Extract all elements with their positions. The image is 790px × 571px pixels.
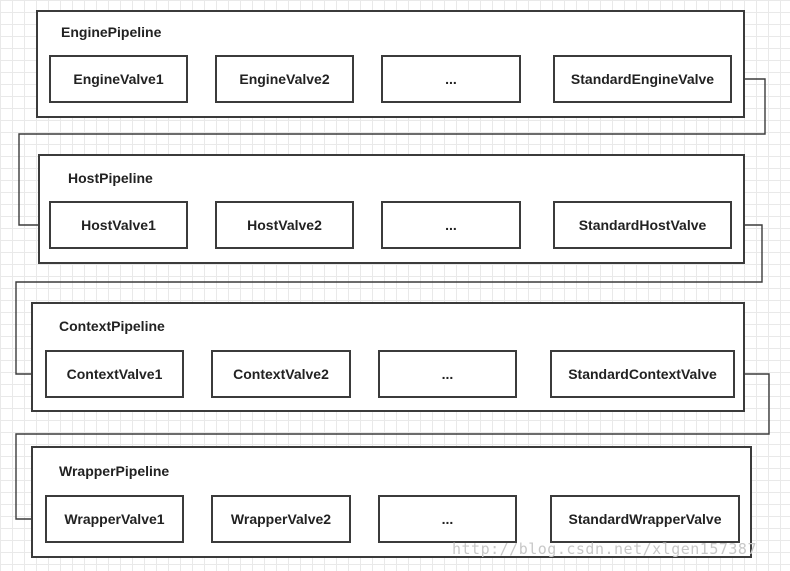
host-valve-1: HostValve1 <box>49 201 188 249</box>
context-pipeline-title: ContextPipeline <box>59 318 165 334</box>
host-to-context-arrow <box>15 224 763 379</box>
context-valve-2: ContextValve2 <box>211 350 351 398</box>
wrapper-valve-ellipsis: ... <box>378 495 517 543</box>
standard-host-valve: StandardHostValve <box>553 201 732 249</box>
standard-wrapper-valve: StandardWrapperValve <box>550 495 740 543</box>
engine-valve-1: EngineValve1 <box>49 55 188 103</box>
watermark: http://blog.csdn.net/xlgen157387 <box>452 540 757 558</box>
host-valve-2: HostValve2 <box>215 201 354 249</box>
context-to-wrapper-arrow <box>15 373 770 524</box>
engine-valve-2: EngineValve2 <box>215 55 354 103</box>
standard-context-valve: StandardContextValve <box>550 350 735 398</box>
wrapper-valve-2: WrapperValve2 <box>211 495 351 543</box>
wrapper-valve-1: WrapperValve1 <box>45 495 184 543</box>
host-pipeline-title: HostPipeline <box>68 170 153 186</box>
engine-pipeline-title: EnginePipeline <box>61 24 162 40</box>
engine-to-host-arrow <box>18 78 766 230</box>
standard-engine-valve: StandardEngineValve <box>553 55 732 103</box>
context-valve-ellipsis: ... <box>378 350 517 398</box>
wrapper-pipeline-title: WrapperPipeline <box>59 463 170 479</box>
engine-valve-ellipsis: ... <box>381 55 521 103</box>
context-valve-1: ContextValve1 <box>45 350 184 398</box>
host-valve-ellipsis: ... <box>381 201 521 249</box>
